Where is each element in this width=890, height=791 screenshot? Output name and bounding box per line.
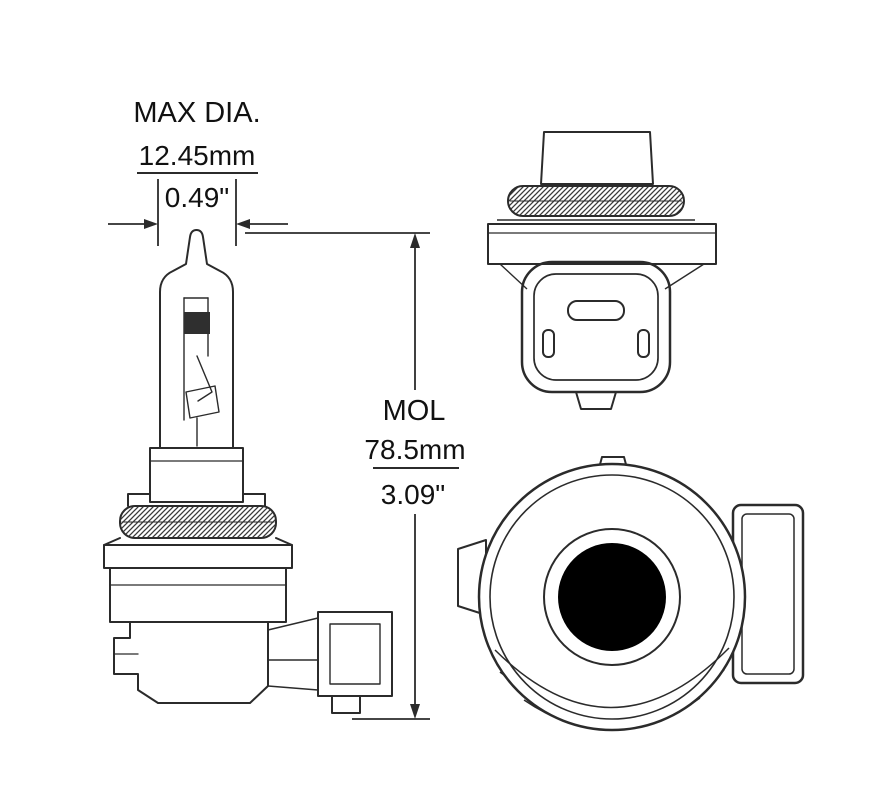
collar [487,223,717,265]
mol-dimension [245,232,459,720]
filament-coil [184,312,210,334]
terminal-slot-center [567,300,625,321]
key-block [540,131,654,185]
bottom-tab [331,695,361,714]
mol-imperial: 3.09" [381,479,445,510]
connector-face-outer [520,260,672,394]
terminal-slot-right [637,329,650,358]
inner-rim [489,474,735,720]
max-dia-imperial: 0.49" [165,182,229,213]
mol-metric: 78.5mm [364,434,465,465]
base-cylinder [149,447,244,503]
terminal-slot-left [542,329,555,358]
max-dia-dimension [108,172,288,246]
flange [103,537,293,546]
connector-face-inner [533,273,659,381]
lens-opening [558,543,666,651]
body-shell [109,567,287,623]
mol-label: MOL [383,395,446,427]
filament-assembly [183,297,220,447]
lens-ring [543,528,681,666]
connector-top-view [487,131,717,410]
lower-housing [113,621,269,704]
alignment-tab [575,391,617,410]
bulb-side-view [103,229,393,714]
max-dia-label: MAX DIA. [133,97,260,129]
max-dia-metric: 12.45mm [139,140,256,171]
bulb-front-view [457,456,805,732]
glass-envelope [159,229,234,449]
connector-shroud [317,611,393,697]
